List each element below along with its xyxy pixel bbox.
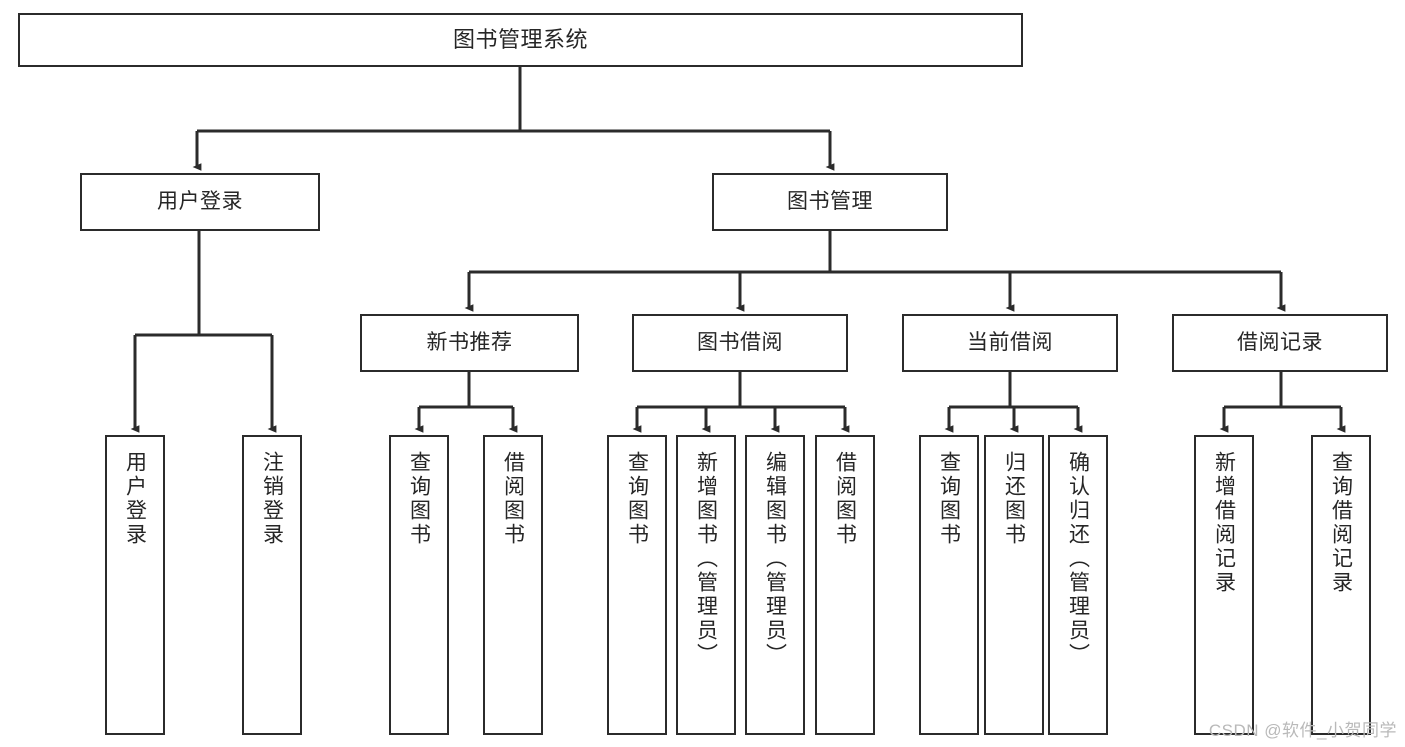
node-leaf-query-record[interactable]: 查询借阅记录 [1311, 435, 1371, 735]
node-leaf-confirm-return-label: 确认归还（管理员） [1066, 451, 1090, 667]
node-leaf-borrow-book-2[interactable]: 借阅图书 [815, 435, 875, 735]
node-leaf-query-book-1[interactable]: 查询图书 [389, 435, 449, 735]
node-leaf-user-login[interactable]: 用户登录 [105, 435, 165, 735]
node-borrow-record-label: 借阅记录 [1237, 330, 1323, 354]
node-new-book-recommend[interactable]: 新书推荐 [360, 314, 579, 372]
node-leaf-confirm-return[interactable]: 确认归还（管理员） [1048, 435, 1108, 735]
node-leaf-borrow-book-1-label: 借阅图书 [501, 451, 525, 547]
node-leaf-return-book-label: 归还图书 [1002, 451, 1026, 547]
node-book-manage-label: 图书管理 [787, 189, 873, 213]
watermark: CSDN @软件_小贺同学 [1208, 721, 1397, 740]
node-leaf-add-record-label: 新增借阅记录 [1212, 451, 1236, 595]
node-leaf-return-book[interactable]: 归还图书 [984, 435, 1044, 735]
node-current-borrow-label: 当前借阅 [967, 330, 1053, 354]
node-leaf-query-book-3-label: 查询图书 [937, 451, 961, 547]
node-book-manage[interactable]: 图书管理 [712, 173, 948, 231]
node-book-borrow[interactable]: 图书借阅 [632, 314, 848, 372]
node-leaf-edit-book-label: 编辑图书（管理员） [763, 451, 787, 667]
node-leaf-query-book-3[interactable]: 查询图书 [919, 435, 979, 735]
node-leaf-query-book-2[interactable]: 查询图书 [607, 435, 667, 735]
node-book-borrow-label: 图书借阅 [697, 330, 783, 354]
node-leaf-add-record[interactable]: 新增借阅记录 [1194, 435, 1254, 735]
node-leaf-add-book[interactable]: 新增图书（管理员） [676, 435, 736, 735]
node-leaf-query-book-2-label: 查询图书 [625, 451, 649, 547]
node-new-book-recommend-label: 新书推荐 [426, 330, 513, 354]
node-leaf-edit-book[interactable]: 编辑图书（管理员） [745, 435, 805, 735]
node-leaf-query-record-label: 查询借阅记录 [1329, 451, 1353, 595]
node-root[interactable]: 图书管理系统 [18, 13, 1023, 67]
node-leaf-logout[interactable]: 注销登录 [242, 435, 302, 735]
node-leaf-borrow-book-1[interactable]: 借阅图书 [483, 435, 543, 735]
node-leaf-logout-label: 注销登录 [260, 451, 284, 547]
node-user-login[interactable]: 用户登录 [80, 173, 320, 231]
node-root-label: 图书管理系统 [452, 27, 588, 53]
node-leaf-query-book-1-label: 查询图书 [407, 451, 431, 547]
node-leaf-user-login-label: 用户登录 [123, 451, 147, 547]
node-leaf-borrow-book-2-label: 借阅图书 [833, 451, 857, 547]
node-user-login-label: 用户登录 [157, 189, 243, 213]
node-leaf-add-book-label: 新增图书（管理员） [694, 451, 718, 667]
node-current-borrow[interactable]: 当前借阅 [902, 314, 1118, 372]
node-borrow-record[interactable]: 借阅记录 [1172, 314, 1388, 372]
